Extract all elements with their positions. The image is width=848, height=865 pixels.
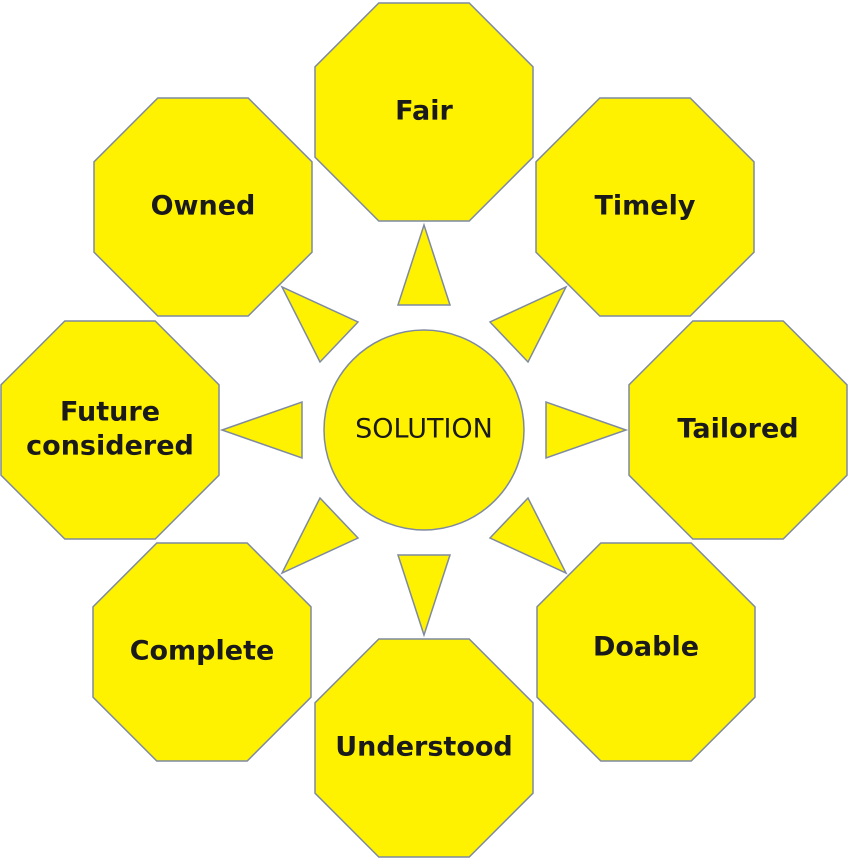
- octagon-shape-tailored: [628, 320, 848, 540]
- octagon-label-complete: Complete: [130, 636, 275, 667]
- octagon-label-future-considered: considered: [26, 431, 194, 462]
- arrow-to-tailored: [545, 400, 629, 460]
- arrow-to-complete: [280, 496, 360, 575]
- octagon-label-owned: Owned: [151, 191, 256, 222]
- octagon-shape-owned: [93, 97, 313, 317]
- octagon-shape-fair: [314, 2, 534, 222]
- octagon-label-tailored: Tailored: [677, 414, 798, 445]
- arrow-to-timely: [488, 285, 568, 364]
- octagon-label-timely: Timely: [595, 191, 696, 222]
- octagon-shape-doable: [536, 542, 756, 762]
- octagon-shape-complete: [92, 542, 312, 762]
- octagon-doable: Doable: [536, 542, 756, 762]
- arrow-to-owned: [280, 285, 360, 364]
- octagon-owned: Owned: [93, 97, 313, 317]
- octagon-understood: Understood: [314, 638, 534, 858]
- octagon-label-fair: Fair: [395, 96, 453, 127]
- octagon-shape-future-considered: [0, 320, 220, 540]
- arrow-to-doable: [488, 496, 568, 575]
- octagon-timely: Timely: [535, 97, 755, 317]
- octagon-fair: Fair: [314, 2, 534, 222]
- arrow-to-understood: [396, 554, 452, 638]
- arrow-to-future-considered: [219, 400, 303, 460]
- octagon-label-future-considered: Future: [60, 397, 160, 428]
- octagon-complete: Complete: [92, 542, 312, 762]
- octagon-label-understood: Understood: [335, 732, 513, 763]
- octagon-shape-timely: [535, 97, 755, 317]
- octagon-tailored: Tailored: [628, 320, 848, 540]
- octagon-shape-understood: [314, 638, 534, 858]
- arrow-to-fair: [396, 222, 452, 306]
- center-label: SOLUTION: [355, 414, 493, 445]
- center-circle: [323, 329, 525, 531]
- octagon-label-doable: Doable: [593, 632, 699, 663]
